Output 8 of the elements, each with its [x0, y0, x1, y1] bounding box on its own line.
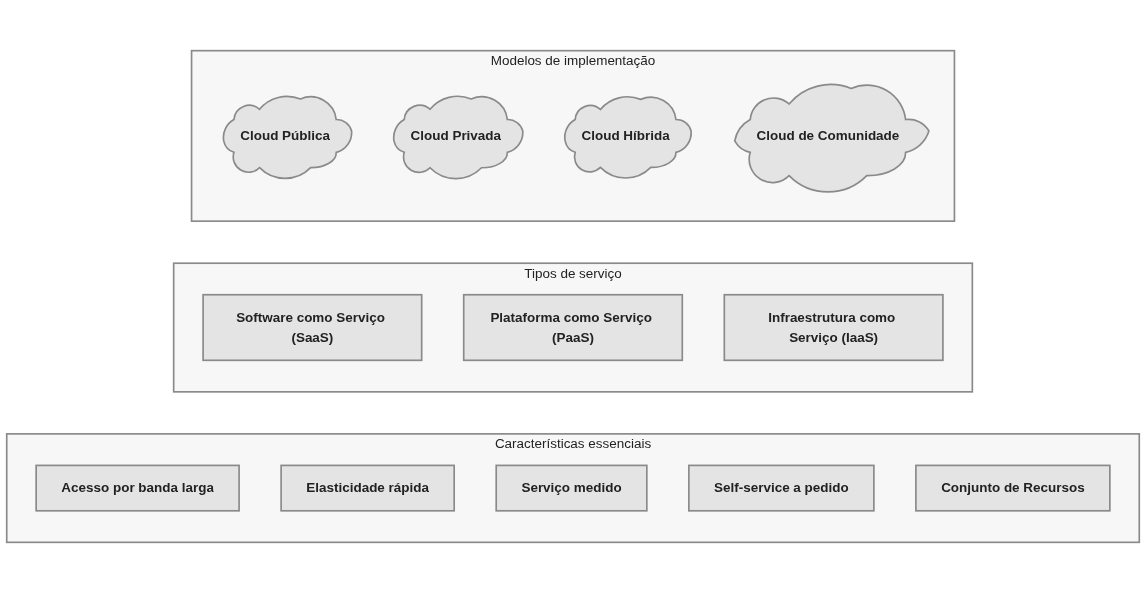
node-box: Conjunto de Recursos [915, 464, 1111, 512]
node-box: Software como Serviço (SaaS) [202, 293, 423, 362]
node-box: Infraestrutura como Serviço (IaaS) [723, 293, 944, 362]
node-box: Plataforma como Serviço (PaaS) [462, 293, 684, 362]
node-box: Elasticidade rápida [280, 464, 455, 512]
node-box: Serviço medido [495, 464, 648, 512]
node-box: Acesso por banda larga [35, 464, 240, 512]
node-box: Self-service a pedido [688, 464, 875, 512]
